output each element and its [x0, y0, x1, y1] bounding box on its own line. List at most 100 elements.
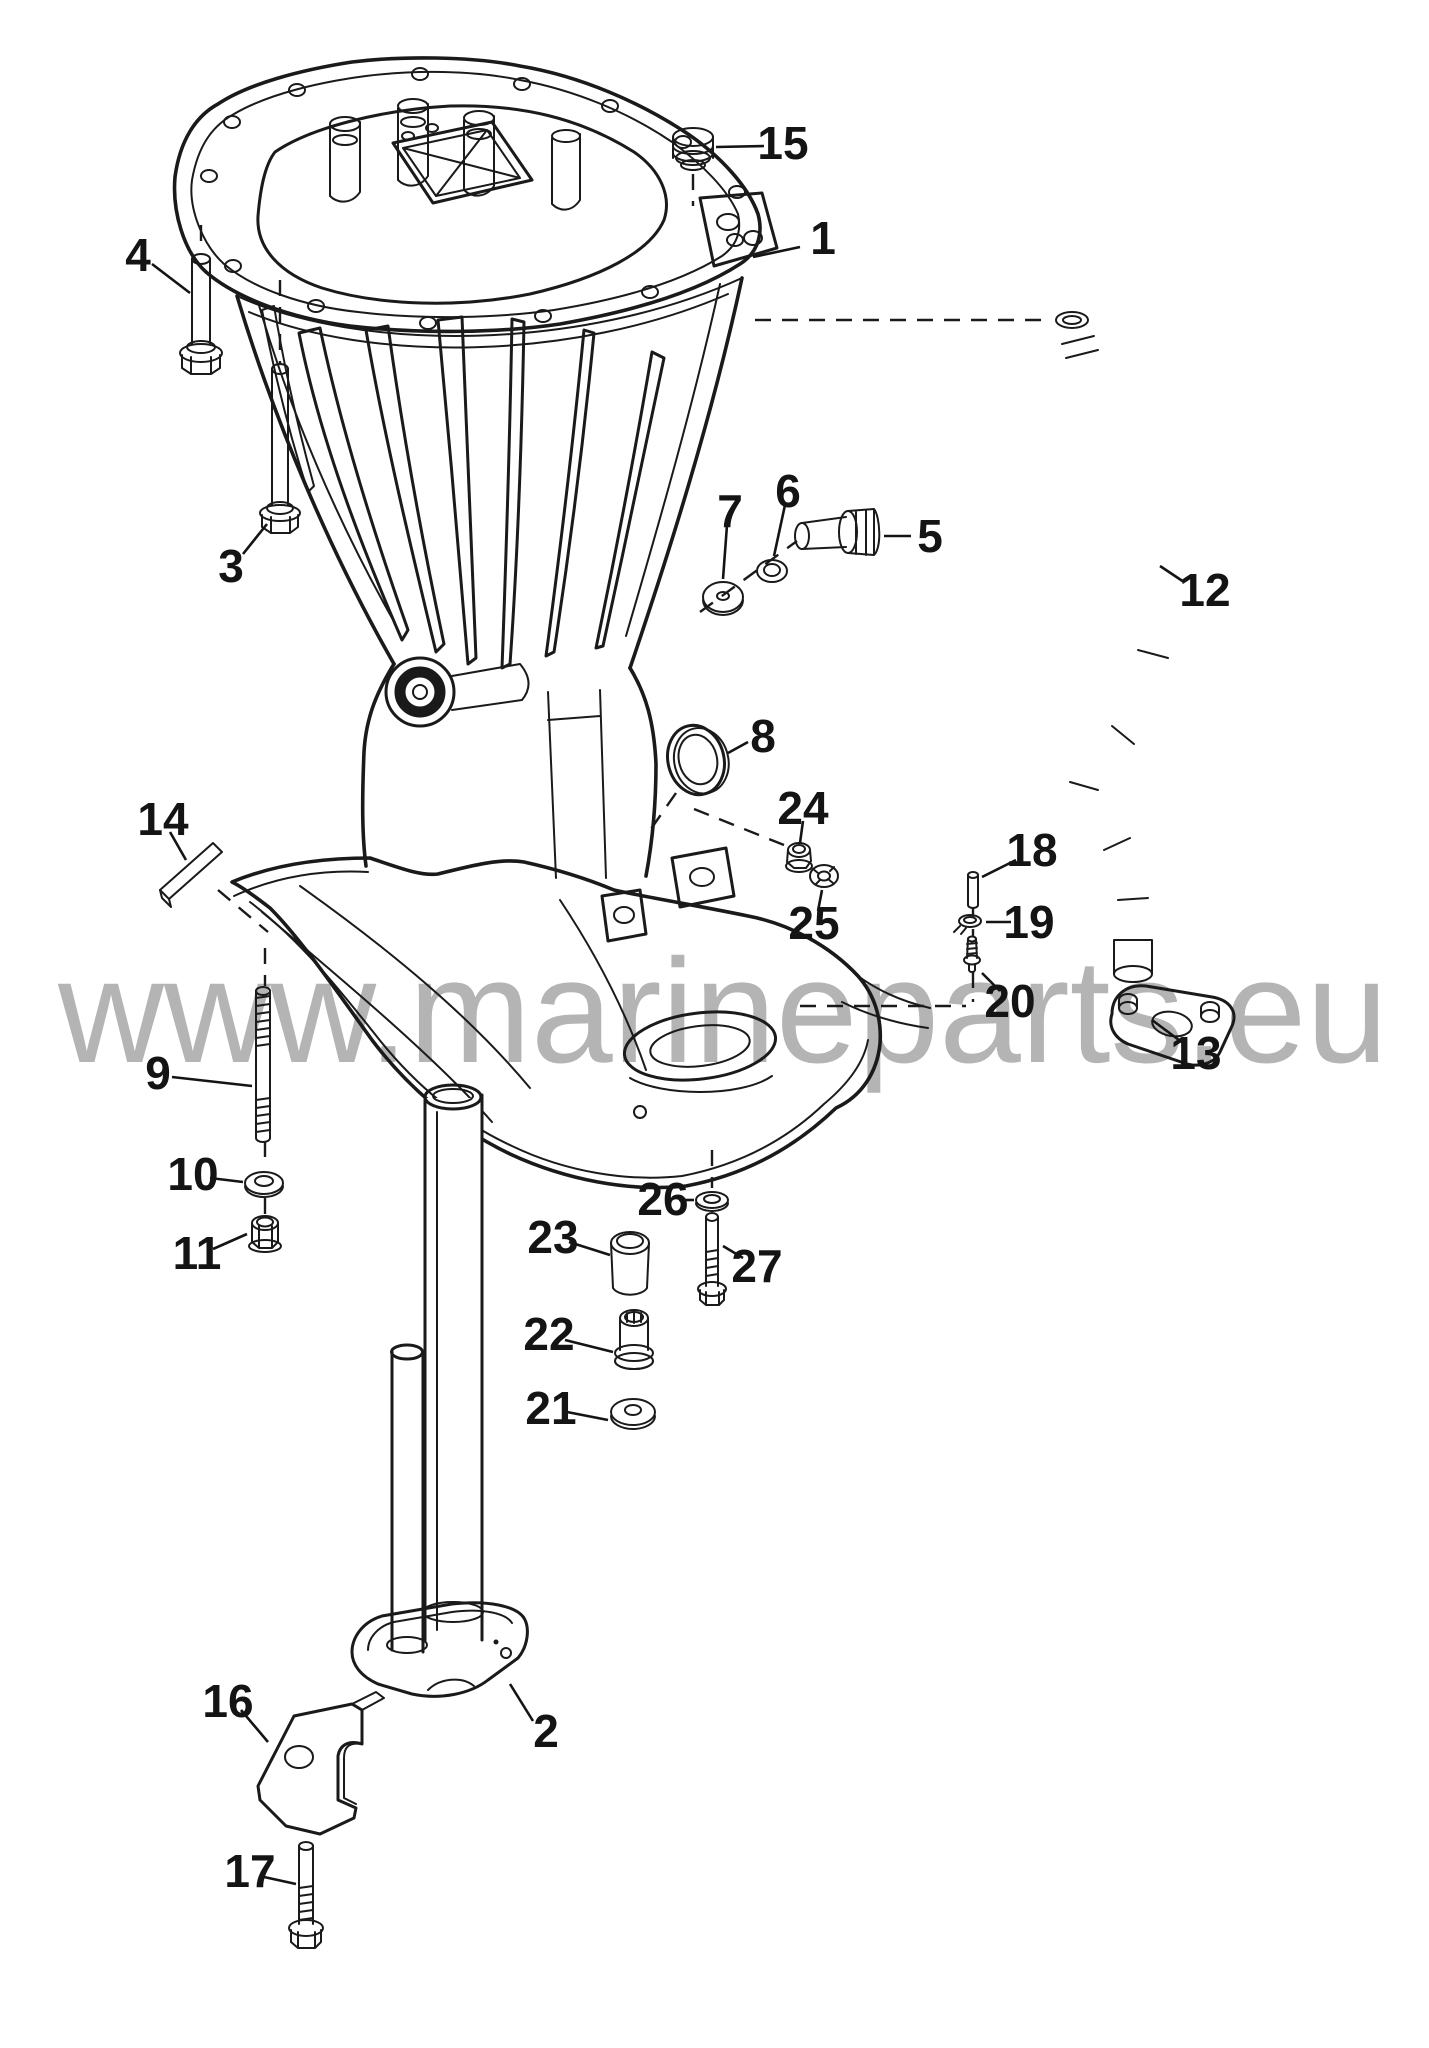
- callout-13: 13: [1151, 1018, 1222, 1079]
- leader-line-3: [241, 523, 269, 555]
- part-number-25: 25: [788, 897, 839, 949]
- leader-line-21: [566, 1410, 609, 1422]
- part-number-21: 21: [525, 1382, 576, 1434]
- part-number-14: 14: [137, 793, 189, 845]
- callout-7: 7: [717, 485, 743, 580]
- part-number-9: 9: [145, 1047, 171, 1099]
- callout-10: 10: [167, 1148, 244, 1200]
- callout-24: 24: [777, 782, 829, 844]
- stud-9: [255, 986, 271, 1143]
- part-number-6: 6: [775, 465, 801, 517]
- callout-12: 12: [1159, 564, 1231, 616]
- housing-lower-section: [230, 856, 931, 1190]
- washer-7: [702, 581, 744, 616]
- callout-17: 17: [224, 1845, 297, 1897]
- bushing-22: [614, 1309, 654, 1370]
- leader-line-2: [508, 1683, 535, 1722]
- part-number-18: 18: [1006, 824, 1057, 876]
- housing-mid-section: [360, 656, 736, 943]
- callout-25: 25: [788, 889, 840, 949]
- callout-11: 11: [173, 1227, 248, 1279]
- leader-line-18: [981, 858, 1017, 879]
- leader-line-22: [564, 1338, 614, 1354]
- callout-15: 15: [715, 117, 809, 169]
- part-number-1: 1: [810, 212, 836, 264]
- leader-line-1: [752, 245, 801, 259]
- leader-line-13: [1151, 1018, 1184, 1045]
- leader-line-27: [722, 1244, 744, 1260]
- part-number-7: 7: [717, 485, 743, 537]
- nut-24: [785, 842, 813, 873]
- leader-line-8: [727, 740, 749, 755]
- part-number-19: 19: [1003, 896, 1054, 948]
- callout-8: 8: [727, 710, 776, 762]
- bolt-27: [697, 1212, 727, 1306]
- bolt-17: [288, 1841, 324, 1949]
- part-number-5: 5: [917, 510, 943, 562]
- callout-14: 14: [137, 793, 189, 861]
- part-number-8: 8: [750, 710, 776, 762]
- callout-4: 4: [125, 229, 191, 295]
- callout-16: 16: [202, 1675, 269, 1743]
- part-number-23: 23: [527, 1211, 578, 1263]
- callout-26: 26: [637, 1173, 694, 1225]
- leader-line-17: [263, 1875, 297, 1886]
- callout-27: 27: [722, 1240, 783, 1292]
- bolt-3: [259, 363, 301, 534]
- part-number-11: 11: [173, 1227, 222, 1279]
- leader-line-9: [171, 1075, 253, 1088]
- part-number-2: 2: [533, 1705, 559, 1757]
- washer-6: [756, 559, 788, 583]
- washer-25: [809, 864, 839, 888]
- housing-neck: [235, 276, 744, 670]
- part-number-20: 20: [984, 975, 1035, 1027]
- leader-line-6: [772, 504, 787, 557]
- callout-18: 18: [981, 824, 1058, 879]
- part-number-10: 10: [167, 1148, 218, 1200]
- callout-6: 6: [772, 465, 801, 557]
- tube-assembly-2: [386, 1083, 484, 1654]
- leader-line-15: [715, 144, 765, 149]
- clamp-19: [953, 914, 982, 935]
- part-number-3: 3: [218, 540, 244, 592]
- part-number-22: 22: [523, 1308, 574, 1360]
- callout-20: 20: [981, 972, 1036, 1027]
- part-number-12: 12: [1179, 564, 1230, 616]
- cap-15: [672, 127, 714, 171]
- part-number-26: 26: [637, 1173, 688, 1225]
- oil-tube-12: [1055, 311, 1172, 983]
- part-number-15: 15: [757, 117, 808, 169]
- part-number-24: 24: [777, 782, 829, 834]
- leader-line-25: [816, 889, 824, 912]
- callout-1: 1: [752, 212, 836, 264]
- seal-8: [666, 723, 730, 797]
- callout-9: 9: [145, 1047, 253, 1099]
- part-number-17: 17: [224, 1845, 275, 1897]
- callout-3: 3: [218, 523, 269, 592]
- leader-line-23: [568, 1240, 611, 1257]
- drain-plug-5: [794, 508, 881, 556]
- fitting-20: [963, 935, 981, 973]
- dashed-assembly-lines: [199, 174, 1052, 1214]
- leader-line-20: [981, 972, 1001, 992]
- bracket-16: [256, 1691, 385, 1836]
- callout-layer: 1234567891011121314151617181920212223242…: [125, 117, 1230, 1897]
- callout-5: 5: [884, 510, 943, 562]
- part-number-27: 27: [731, 1240, 782, 1292]
- leader-line-7: [721, 524, 729, 580]
- leader-line-4: [151, 262, 191, 295]
- leader-line-14: [168, 831, 188, 861]
- shim-strip-14: [159, 842, 223, 908]
- part-number-13: 13: [1170, 1027, 1221, 1079]
- base-plate-2: [350, 1601, 529, 1698]
- leader-line-24: [798, 820, 805, 844]
- part-number-4: 4: [125, 229, 151, 281]
- nut-11: [248, 1215, 282, 1253]
- callout-2: 2: [508, 1683, 559, 1757]
- leader-line-11: [212, 1232, 248, 1251]
- driveshaft-housing-top-flange: [172, 56, 779, 334]
- spacer-23: [610, 1231, 650, 1296]
- callout-23: 23: [527, 1211, 611, 1263]
